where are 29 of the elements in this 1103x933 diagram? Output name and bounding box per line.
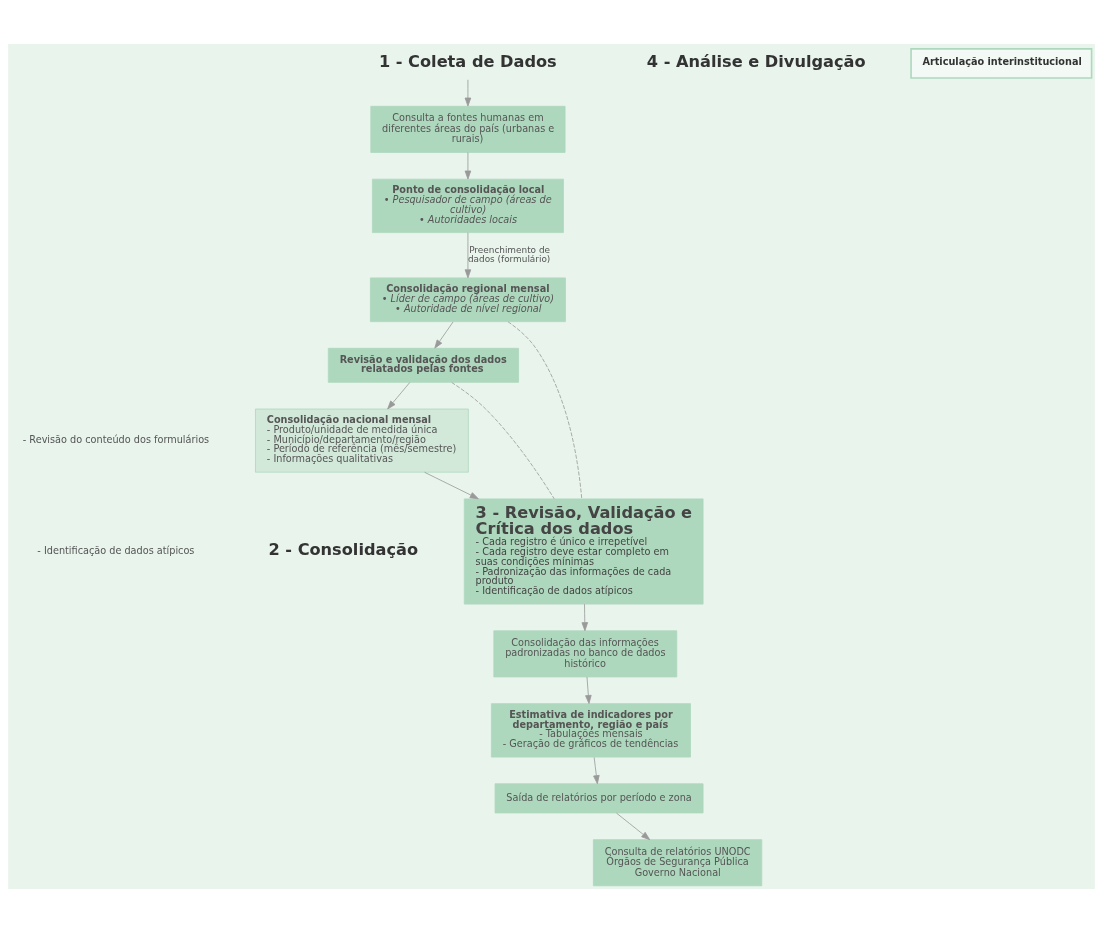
node-box: Consolidação regional mensal • Líder de campo (áreas de cultivo) • Autoridade de nível regional (370, 277, 566, 323)
node-box: Consolidação nacional mensal - Produto/unidade de medida única - Município/departamento/região - Período de referência (mês/semestre) - Informações qualitativas (255, 408, 469, 473)
arrow (424, 471, 479, 500)
label: - Revisão do conteúdo dos formulários (22, 434, 210, 446)
node-box: 3 - Revisão, Validação e Crítica dos dados - Cada registro é único e irrepetível - Cada registro deve estar completo em suas condições mínimas - Padronização das informações de cada produto - Identificação de dados atípicos (463, 498, 704, 605)
node-box: Consulta a fontes humanas em diferentes áreas do país (urbanas e rurais) (370, 105, 566, 153)
label: 2 - Consolidação (268, 539, 419, 559)
node-box: Articulação interinstitucional (910, 48, 1093, 79)
label: 4 - Análise e Divulgação (646, 51, 866, 71)
arrow (387, 382, 411, 410)
arrow (464, 152, 472, 180)
node-box: Consulta de relatórios UNODC Órgãos de Segurança Pública Governo Nacional (593, 839, 763, 887)
node-box: Estimativa de indicadores por departamento, região e país - Tabulações mensais - Geração de gráficos de tendências (491, 703, 691, 758)
arrow (616, 812, 651, 841)
arrow (464, 79, 472, 107)
node-box: Saída de relatórios por período e zona (494, 783, 704, 814)
connector (507, 321, 583, 500)
arrow (464, 232, 472, 279)
arrow (581, 603, 589, 632)
arrow (434, 321, 454, 349)
arrow (593, 757, 600, 785)
label: - Identificação de dados atípicos (37, 544, 195, 556)
edge-label: Preenchimento de dados (formulário) (467, 244, 551, 265)
node-box: Ponto de consolidação local • Pesquisador de campo (áreas de cultivo) • Autoridades locais (372, 178, 564, 233)
arrow (585, 676, 592, 704)
node-text: 1 - Coleta de Dados (378, 51, 557, 71)
connector (451, 382, 555, 500)
node-box: Revisão e validação dos dados relatados pelas fontes (327, 347, 519, 383)
node-box: Consolidação das informações padronizadas no banco de dados histórico (493, 630, 678, 678)
